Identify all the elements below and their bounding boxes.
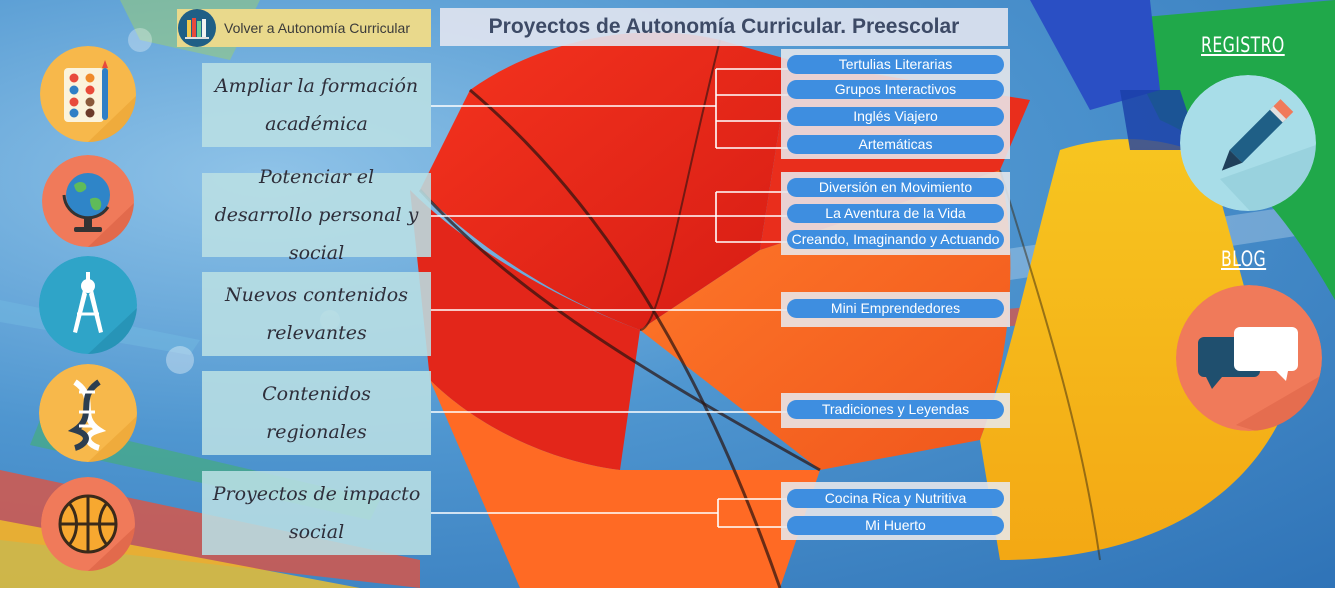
category-contenidos-regionales[interactable]: Contenidos regionales xyxy=(202,371,431,455)
project-link-huerto[interactable]: Mi Huerto xyxy=(787,516,1004,535)
category-label: Nuevos contenidos relevantes xyxy=(225,284,408,344)
books-icon xyxy=(178,9,216,47)
category-desarrollo-personal[interactable]: Potenciar el desarrollo personal y socia… xyxy=(202,166,431,264)
project-link-artematicas[interactable]: Artemáticas xyxy=(787,135,1004,154)
project-link-emprendedores[interactable]: Mini Emprendedores xyxy=(787,299,1004,318)
bottom-strip xyxy=(0,588,1335,597)
category-ampliar-formacion[interactable]: Ampliar la formación académica xyxy=(202,63,431,147)
dna-icon[interactable] xyxy=(39,364,137,462)
project-link-grupos[interactable]: Grupos Interactivos xyxy=(787,80,1004,99)
project-link-cocina[interactable]: Cocina Rica y Nutritiva xyxy=(787,489,1004,508)
blog-link[interactable]: BLOG xyxy=(1221,247,1267,271)
category-impacto-social[interactable]: Proyectos de impacto social xyxy=(202,471,431,555)
category-label: Contenidos regionales xyxy=(262,383,371,443)
category-label: Ampliar la formación académica xyxy=(214,75,419,135)
registro-link[interactable]: REGISTRO xyxy=(1201,33,1285,57)
back-button-label: Volver a Autonomía Curricular xyxy=(224,20,410,36)
globe-icon[interactable] xyxy=(42,155,134,247)
projects-panel-1: Tertulias Literarias Grupos Interactivos… xyxy=(781,49,1010,159)
palette-icon[interactable] xyxy=(40,46,136,142)
project-link-tradiciones[interactable]: Tradiciones y Leyendas xyxy=(787,400,1004,419)
chat-bubbles-icon[interactable] xyxy=(1176,285,1322,431)
projects-panel-2: Diversión en Movimiento La Aventura de l… xyxy=(781,172,1010,255)
project-link-creando[interactable]: Creando, Imaginando y Actuando xyxy=(787,230,1004,249)
category-label: Potenciar el desarrollo personal y socia… xyxy=(214,166,419,264)
back-to-autonomia-button[interactable]: Volver a Autonomía Curricular xyxy=(177,9,431,47)
basketball-icon[interactable] xyxy=(41,477,135,571)
category-label: Proyectos de impacto social xyxy=(212,483,421,543)
category-nuevos-contenidos[interactable]: Nuevos contenidos relevantes xyxy=(202,272,431,356)
projects-panel-3: Mini Emprendedores xyxy=(781,292,1010,327)
project-link-aventura[interactable]: La Aventura de la Vida xyxy=(787,204,1004,223)
projects-panel-4: Tradiciones y Leyendas xyxy=(781,393,1010,428)
project-link-ingles[interactable]: Inglés Viajero xyxy=(787,107,1004,126)
projects-panel-5: Cocina Rica y Nutritiva Mi Huerto xyxy=(781,482,1010,540)
page-title-text: Proyectos de Autonomía Curricular. Prees… xyxy=(488,15,960,38)
pencil-icon[interactable] xyxy=(1180,75,1316,211)
project-link-tertulias[interactable]: Tertulias Literarias xyxy=(787,55,1004,74)
project-link-diversion[interactable]: Diversión en Movimiento xyxy=(787,178,1004,197)
compass-icon[interactable] xyxy=(39,256,137,354)
page-title: Proyectos de Autonomía Curricular. Prees… xyxy=(440,8,1008,46)
